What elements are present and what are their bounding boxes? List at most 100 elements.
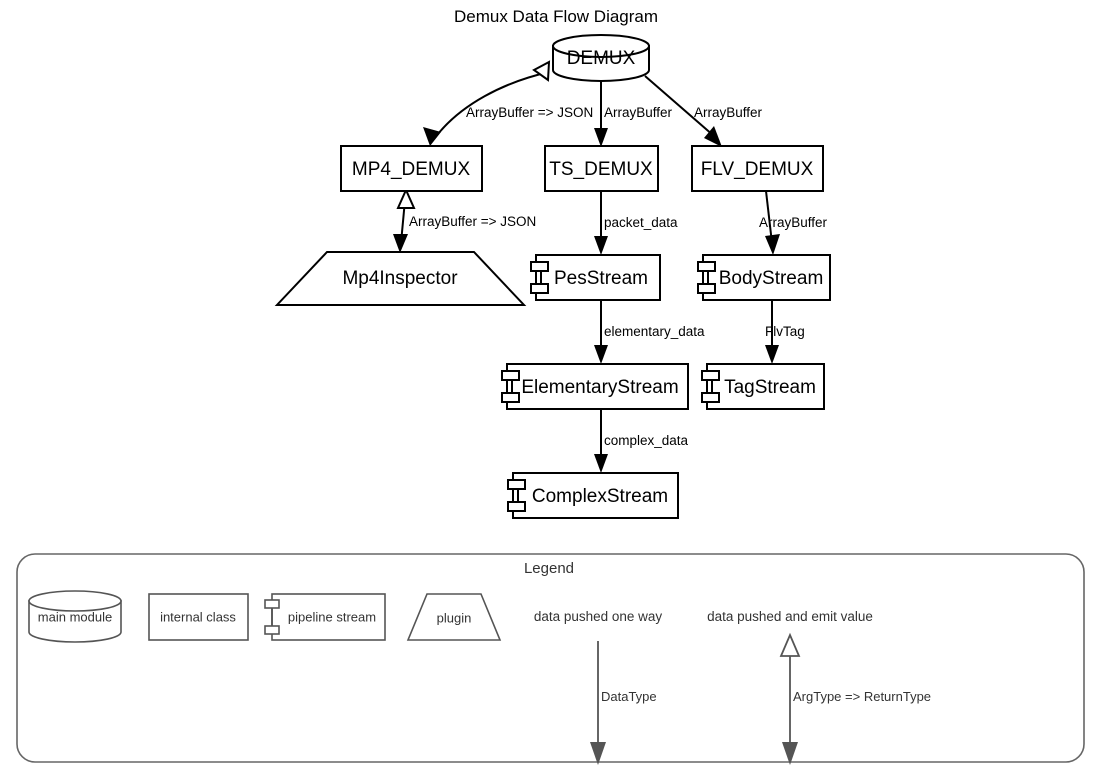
filled-arrowhead xyxy=(765,234,780,255)
edge-demux-flv-demux: ArrayBuffer xyxy=(644,75,763,147)
filled-arrowhead xyxy=(594,236,608,255)
edge-label-elementary-stream-complex-stream: complex_data xyxy=(604,433,689,448)
legend-caption-bidirectional: data pushed and emit value xyxy=(707,609,873,624)
node-ts-demux[interactable]: TS_DEMUX xyxy=(544,145,659,192)
edge-demux-mp4-demux: ArrayBuffer => JSON xyxy=(423,60,593,146)
node-label-mp4-inspector: Mp4Inspector xyxy=(342,268,458,289)
node-label-body-stream: BodyStream xyxy=(719,268,824,289)
cylinder-body xyxy=(28,600,122,643)
node-label-mp4-demux: MP4_DEMUX xyxy=(352,159,471,180)
edge-line xyxy=(433,71,550,140)
node-label-elementary-stream: ElementaryStream xyxy=(521,377,678,398)
filled-arrowhead xyxy=(590,742,606,765)
node-label-tag-stream: TagStream xyxy=(724,377,816,398)
legend-item-arrow-one-way: data pushed one way DataType xyxy=(534,609,663,765)
legend-label-internal-class: internal class xyxy=(160,609,236,624)
filled-arrowhead xyxy=(765,345,779,364)
edge-line xyxy=(644,75,715,137)
node-label-pes-stream: PesStream xyxy=(554,268,648,289)
component-tab-top xyxy=(697,261,716,272)
cylinder-top xyxy=(552,34,650,58)
legend-item-plugin: plugin xyxy=(406,593,502,641)
trapezoid-shape xyxy=(406,593,502,641)
legend-title: Legend xyxy=(524,560,574,577)
node-label-flv-demux: FLV_DEMUX xyxy=(701,159,814,180)
hollow-arrowhead xyxy=(532,60,551,82)
edge-label-flv-demux-body-stream: ArrayBuffer xyxy=(759,215,828,230)
edge-body-stream-tag-stream: FlvTag xyxy=(765,300,805,364)
edge-label-pes-stream-elementary-stream: elementary_data xyxy=(604,324,705,339)
node-label-ts-demux: TS_DEMUX xyxy=(549,159,653,180)
component-tab-top xyxy=(507,479,526,490)
legend-item-arrow-bidirectional: data pushed and emit value ArgType => Re… xyxy=(707,609,931,765)
legend: Legend main module internal class pipeli… xyxy=(16,553,1085,765)
component-body xyxy=(512,472,679,519)
node-elementary-stream[interactable]: ElementaryStream xyxy=(501,363,689,410)
cylinder-top xyxy=(28,590,122,612)
rect-shape xyxy=(340,145,483,192)
legend-item-main-module: main module xyxy=(28,590,122,643)
edge-ts-demux-pes-stream: packet_data xyxy=(594,191,678,255)
component-tab-bottom xyxy=(264,625,280,635)
edge-demux-ts-demux: ArrayBuffer xyxy=(594,78,673,147)
node-pes-stream[interactable]: PesStream xyxy=(530,254,661,301)
edge-mp4-demux-mp4-inspector: ArrayBuffer => JSON xyxy=(393,187,536,253)
edge-label-demux-flv-demux: ArrayBuffer xyxy=(694,105,763,120)
component-body xyxy=(271,593,386,641)
node-body-stream[interactable]: BodyStream xyxy=(697,254,831,301)
legend-label-main-module: main module xyxy=(38,609,112,624)
trapezoid-shape xyxy=(274,251,527,306)
filled-arrowhead xyxy=(594,345,608,364)
component-tab-top xyxy=(501,370,520,381)
node-tag-stream[interactable]: TagStream xyxy=(701,363,825,410)
component-tab-top xyxy=(264,599,280,609)
edge-label-body-stream-tag-stream: FlvTag xyxy=(765,324,805,339)
legend-edge-label-one-way: DataType xyxy=(601,689,657,704)
filled-arrowhead xyxy=(782,742,798,765)
component-tab-bottom xyxy=(501,392,520,403)
filled-arrowhead xyxy=(594,128,608,147)
legend-label-plugin: plugin xyxy=(437,610,472,625)
component-tab-top xyxy=(701,370,720,381)
component-tab-bottom xyxy=(507,501,526,512)
edge-label-demux-mp4-demux: ArrayBuffer => JSON xyxy=(466,105,593,120)
component-tab-bottom xyxy=(697,283,716,294)
legend-caption-one-way: data pushed one way xyxy=(534,609,663,624)
hollow-arrowhead xyxy=(779,632,801,657)
component-tab-bottom xyxy=(701,392,720,403)
rect-shape xyxy=(544,145,659,192)
filled-arrowhead xyxy=(423,127,441,146)
legend-container xyxy=(16,553,1085,763)
edge-pes-stream-elementary-stream: elementary_data xyxy=(594,300,705,364)
edge-label-mp4-demux-mp4-inspector: ArrayBuffer => JSON xyxy=(409,214,536,229)
edge-elementary-stream-complex-stream: complex_data xyxy=(594,409,689,473)
filled-arrowhead xyxy=(393,234,408,253)
node-mp4-demux[interactable]: MP4_DEMUX xyxy=(340,145,483,192)
filled-arrowhead xyxy=(594,454,608,473)
node-demux[interactable]: DEMUX xyxy=(552,34,650,82)
component-body xyxy=(535,254,661,301)
legend-item-pipeline-stream: pipeline stream xyxy=(264,593,386,641)
component-body xyxy=(506,363,689,410)
component-body xyxy=(706,363,825,410)
legend-label-pipeline-stream: pipeline stream xyxy=(288,609,376,624)
node-complex-stream[interactable]: ComplexStream xyxy=(507,472,679,519)
page-title: Demux Data Flow Diagram xyxy=(454,7,658,26)
rect-shape xyxy=(691,145,824,192)
edge-label-demux-ts-demux: ArrayBuffer xyxy=(604,105,673,120)
edge-line xyxy=(765,190,773,244)
component-body xyxy=(702,254,831,301)
node-mp4-inspector[interactable]: Mp4Inspector xyxy=(274,251,527,306)
rect-shape xyxy=(148,593,249,641)
component-tab-bottom xyxy=(530,283,549,294)
component-tab-top xyxy=(530,261,549,272)
node-label-demux: DEMUX xyxy=(567,48,636,69)
node-label-complex-stream: ComplexStream xyxy=(532,486,668,507)
hollow-arrowhead xyxy=(396,187,416,209)
legend-edge-label-bidirectional: ArgType => ReturnType xyxy=(793,689,931,704)
edge-label-ts-demux-pes-stream: packet_data xyxy=(604,215,678,230)
node-flv-demux[interactable]: FLV_DEMUX xyxy=(691,145,824,192)
edge-flv-demux-body-stream: ArrayBuffer xyxy=(759,190,828,255)
legend-item-internal-class: internal class xyxy=(148,593,249,641)
